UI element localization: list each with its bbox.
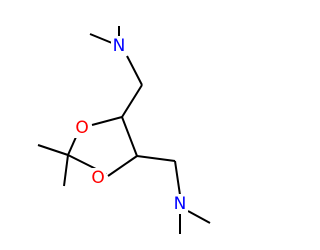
- atom-labels: N O O N: [74, 36, 188, 214]
- bond-ring-c-lower-o-lower: [107, 155, 138, 177]
- molecule-canvas: N O O N: [37, 26, 211, 234]
- bond-n-top-ch2: [126, 55, 143, 86]
- bond-o-ring-c-quat: [67, 136, 77, 156]
- atom-n-bottom-label: N: [174, 194, 187, 214]
- bond-ch2-ring-c-upper: [121, 84, 143, 118]
- atom-n-top-label: N: [113, 36, 126, 56]
- bond-ch2-n-bottom: [174, 160, 181, 196]
- atom-o-ring-lower-label: O: [91, 168, 104, 188]
- bonds: [37, 26, 211, 234]
- bond-ring-c-quat-methyl-b: [63, 154, 69, 187]
- atom-n-bottom: N: [172, 194, 188, 214]
- bond-ring-c-upper-o: [91, 116, 123, 126]
- atom-n-top: N: [111, 36, 127, 56]
- atom-o-ring-lower: O: [90, 168, 106, 188]
- bond-ring-c-upper-ring-c-lower: [121, 116, 138, 157]
- bond-methyl-top-n: [89, 33, 113, 44]
- structural-formula: N O O N: [37, 26, 211, 234]
- atom-o-ring-left-label: O: [75, 118, 88, 138]
- bond-ring-c-quat-methyl-a: [37, 144, 69, 156]
- atom-o-ring-left: O: [74, 118, 90, 138]
- bond-ring-c-lower-ch2: [136, 155, 176, 162]
- bond-n-bottom-methyl-b: [187, 210, 211, 224]
